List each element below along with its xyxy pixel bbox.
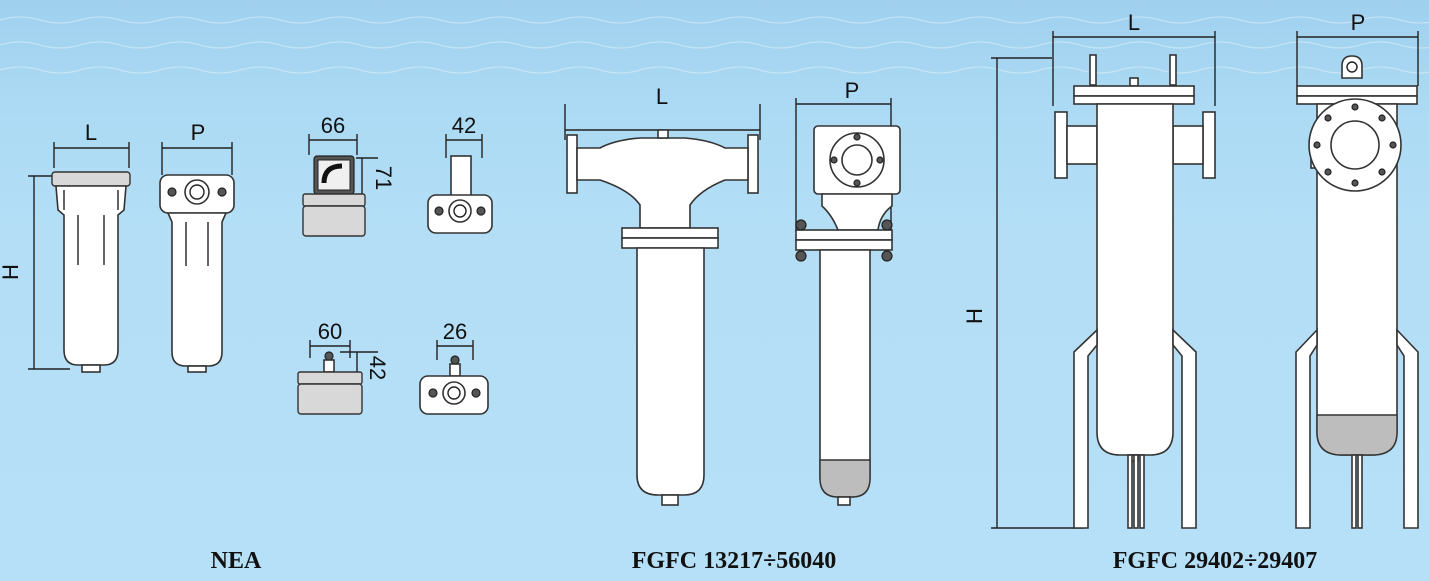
fgfc1-l-label: L (656, 84, 668, 109)
caption-fgfc-small: FGFC 13217÷56040 (631, 548, 837, 574)
accessory-gauge-side: 42 (427, 113, 493, 234)
fgfc-small-front-view: L (564, 84, 761, 506)
nea-l-label: L (85, 120, 97, 145)
fgfc2-l-label: L (1128, 10, 1140, 35)
accessory-drain-front: 60 42 (297, 319, 390, 415)
nea-h-label: H (0, 264, 23, 280)
fgfc2-p-label: P (1351, 10, 1366, 35)
caption-fgfc-large: FGFC 29402÷29407 (1112, 548, 1318, 574)
fgfc-small-side-view: P (795, 78, 901, 506)
acc3-width-label: 60 (318, 319, 342, 344)
acc4-width-label: 26 (443, 319, 467, 344)
accessory-drain-side: 26 (419, 319, 489, 415)
acc1-width-label: 66 (321, 113, 345, 138)
fgfc-large-front-view: L H (962, 10, 1216, 529)
water-texture (0, 16, 1429, 74)
nea-side-view: P (159, 120, 235, 373)
acc3-height-label: 42 (365, 356, 390, 380)
acc2-width-label: 42 (452, 113, 476, 138)
nea-front-view: L H (0, 120, 131, 373)
fgfc2-h-label: H (962, 308, 987, 324)
accessory-gauge-front: 66 71 (302, 113, 396, 237)
nea-p-label: P (191, 120, 206, 145)
fgfc1-p-label: P (845, 78, 860, 103)
caption-nea: NEA (210, 548, 262, 574)
acc1-height-label: 71 (371, 166, 396, 190)
fgfc-large-side-view: P (1295, 10, 1419, 529)
